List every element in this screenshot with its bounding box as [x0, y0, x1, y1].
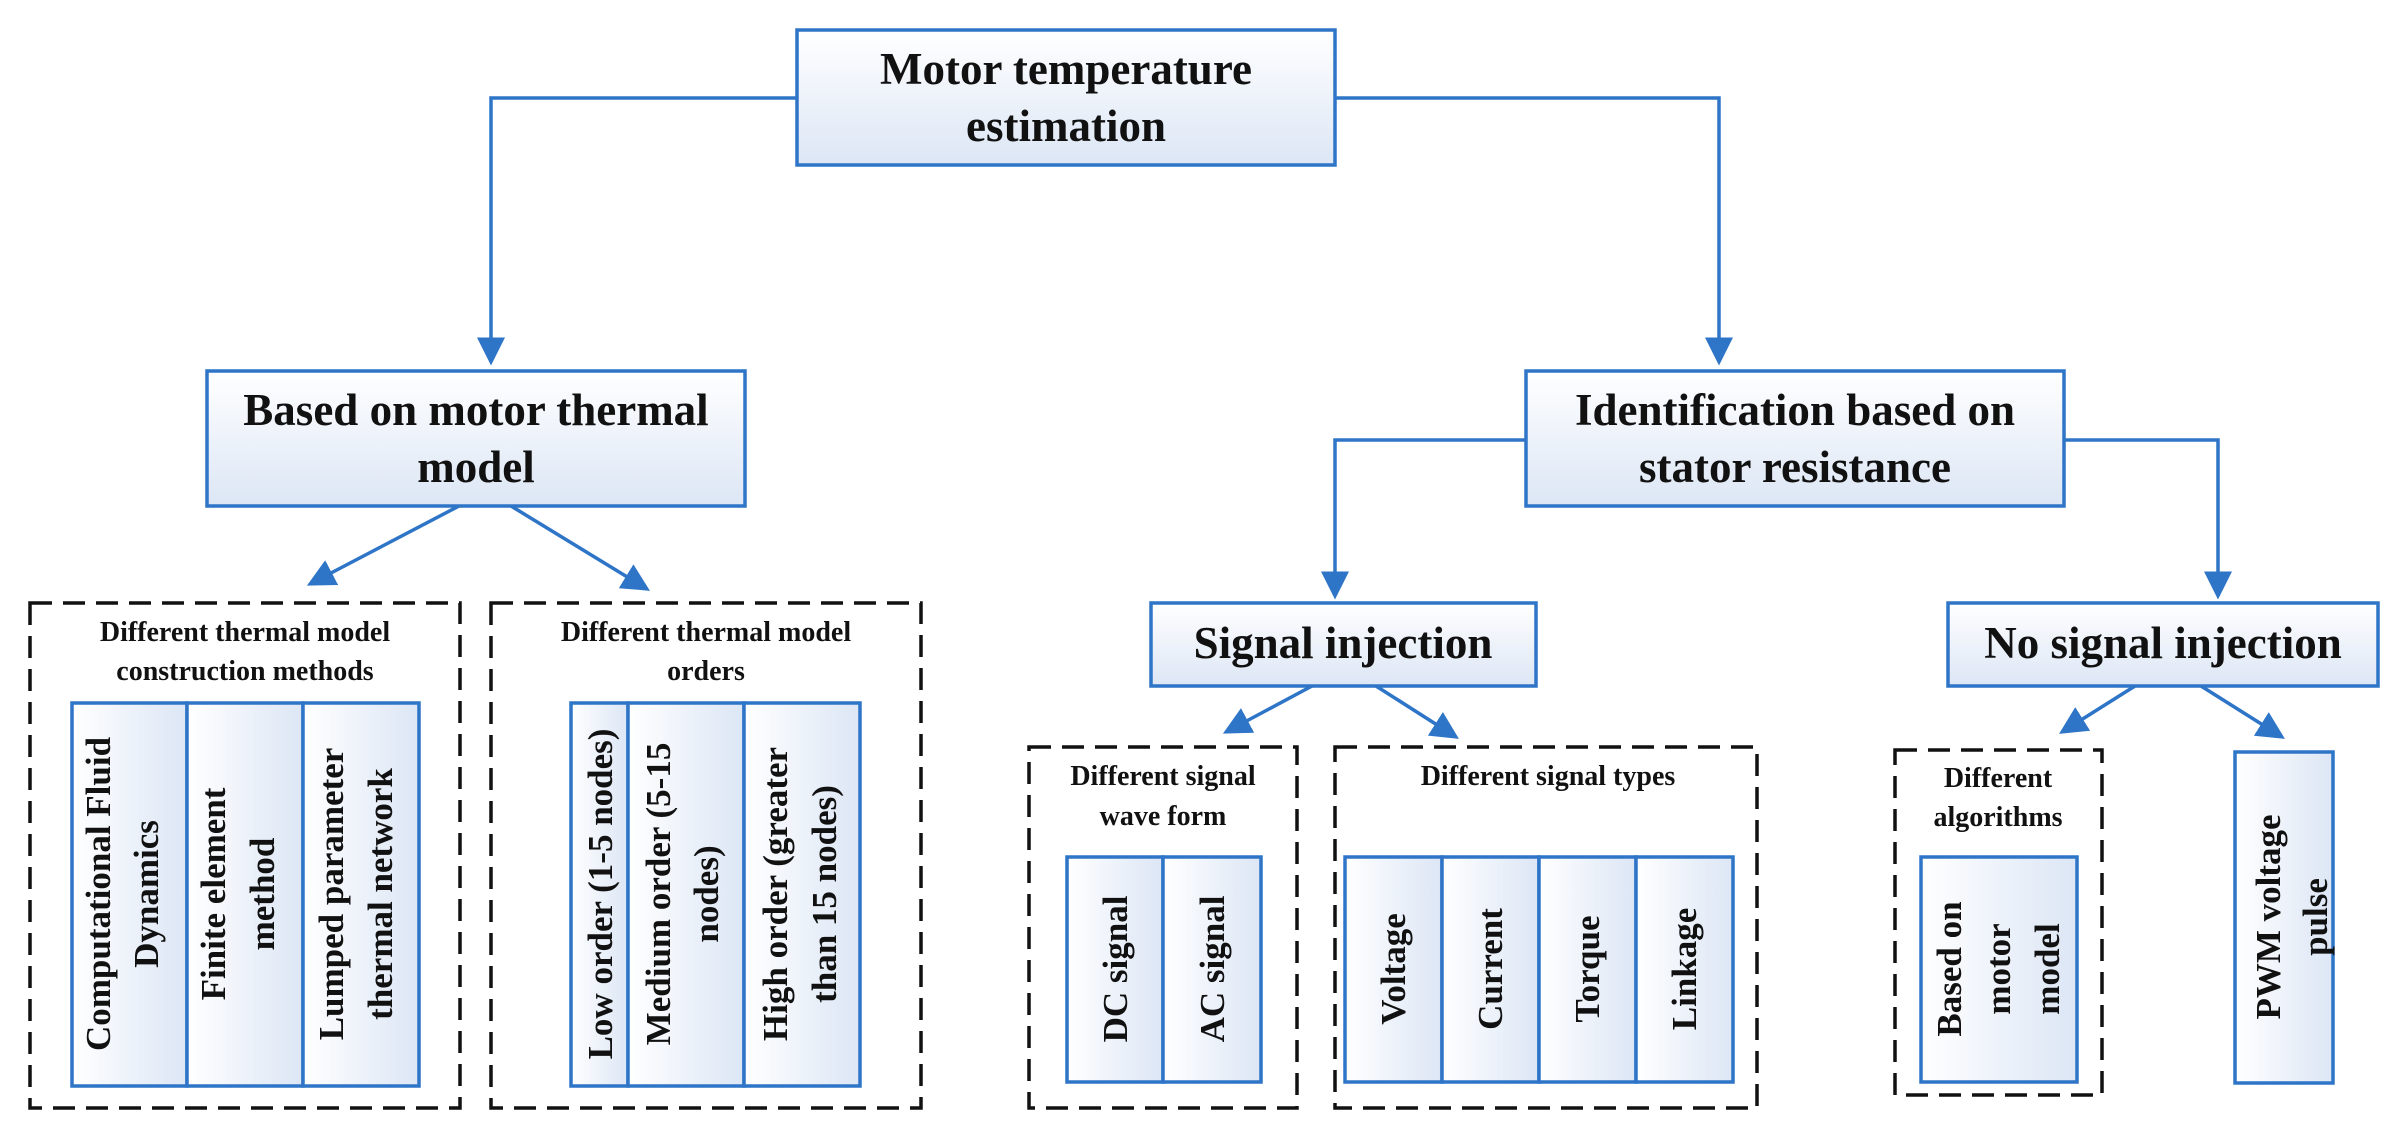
leaf-dc-signal-line-1: DC signal	[1096, 895, 1135, 1042]
leaf-based-on-motor-model-line-1: Based on	[1930, 901, 1969, 1036]
leaf-ac-signal-line-1: AC signal	[1193, 895, 1232, 1042]
leaf-low-order-line-1: Low order (1-5 nodes)	[581, 729, 620, 1060]
algorithms-group: Different algorithms Based on motor mode…	[1893, 748, 2104, 1097]
leaf-based-on-motor-model	[1919, 855, 2079, 1084]
leaf-high-order-line-1: High order (greater	[756, 747, 795, 1041]
connector-thermal-to-orders	[510, 504, 650, 591]
no-signal-injection-node: No signal injection	[1946, 601, 2380, 688]
root-label-line-2: estimation	[966, 101, 1166, 151]
leaf-medium-order-line-2: nodes)	[687, 845, 726, 942]
algorithms-label-line-1: Different	[1944, 763, 2053, 794]
stator-resistance-title-line-1: Identification based on	[1575, 385, 2015, 435]
leaf-torque-line-1: Torque	[1568, 916, 1607, 1023]
connector-thermal-to-construction	[306, 504, 460, 586]
leaf-finite-element-line-2: method	[243, 837, 282, 950]
leaf-finite-element	[185, 701, 305, 1088]
signal-types-group: Different signal types Voltage Current T…	[1333, 745, 1759, 1110]
connector-signal-to-types	[1375, 684, 1459, 739]
thermal-model-title-line-1: Based on motor thermal	[243, 385, 708, 435]
signal-injection-node: Signal injection	[1149, 601, 1538, 688]
root-node: Motor temperature estimation	[795, 28, 1337, 167]
waveform-label-line-2: wave form	[1100, 801, 1227, 832]
stator-resistance-title-line-2: stator resistance	[1639, 442, 1951, 492]
leaf-ac-signal	[1161, 855, 1263, 1084]
connector-nosignal-to-pwm	[2200, 684, 2285, 739]
construction-methods-group: Different thermal model construction met…	[28, 601, 462, 1110]
thermal-model-title-line-2: model	[417, 442, 535, 492]
waveform-label-line-1: Different signal	[1070, 761, 1256, 792]
model-orders-label-line-2: orders	[667, 656, 745, 687]
construction-methods-label-line-1: Different thermal model	[100, 617, 391, 648]
leaf-linkage	[1634, 855, 1735, 1084]
leaf-lumped-parameter	[301, 701, 421, 1088]
algorithms-label-line-2: algorithms	[1933, 802, 2062, 833]
leaf-medium-order-line-1: Medium order (5-15	[639, 743, 678, 1046]
leaf-cfd-line-2: Dynamics	[127, 820, 166, 968]
leaf-linkage-line-1: Linkage	[1665, 908, 1704, 1031]
leaf-cfd-line-1: Computational Fluid	[79, 736, 118, 1051]
leaf-based-on-motor-model-line-3: model	[2028, 923, 2067, 1015]
no-signal-injection-title: No signal injection	[1984, 618, 2342, 668]
leaf-lumped-parameter-line-1: Lumped parameter	[312, 748, 351, 1041]
leaf-voltage	[1343, 855, 1444, 1084]
connector-nosignal-to-algorithms	[2059, 684, 2136, 734]
model-orders-group: Different thermal model orders Low order…	[489, 601, 923, 1110]
thermal-model-node: Based on motor thermal model	[205, 369, 747, 508]
leaf-finite-element-line-1: Finite element	[194, 787, 233, 1000]
connectors	[306, 96, 2285, 739]
signal-injection-title: Signal injection	[1194, 618, 1493, 668]
leaf-dc-signal	[1065, 855, 1165, 1084]
construction-methods-label-line-2: construction methods	[116, 656, 374, 687]
leaf-torque	[1537, 855, 1638, 1084]
connector-root-to-thermal	[477, 96, 797, 366]
leaf-high-order	[742, 701, 862, 1088]
pwm-voltage-pulse-node: PWM voltage pulse	[2233, 750, 2335, 1085]
stator-resistance-node: Identification based on stator resistanc…	[1524, 369, 2066, 508]
signal-types-label: Different signal types	[1421, 761, 1676, 792]
connector-stator-to-signal-injection	[1321, 438, 1526, 600]
waveform-group: Different signal wave form DC signal AC …	[1027, 745, 1299, 1110]
connector-stator-to-no-signal	[2064, 438, 2232, 600]
leaf-current-line-1: Current	[1471, 908, 1510, 1030]
leaf-voltage-line-1: Voltage	[1374, 913, 1413, 1024]
connector-signal-to-waveform	[1222, 684, 1313, 734]
leaf-based-on-motor-model-line-2: motor	[1979, 923, 2018, 1014]
pwm-line-2: pulse	[2296, 878, 2335, 956]
pwm-line-1: PWM voltage	[2249, 814, 2288, 1019]
root-label-line-1: Motor temperature	[880, 44, 1252, 94]
leaf-lumped-parameter-line-2: thermal network	[361, 768, 400, 1020]
connector-root-to-stator	[1335, 96, 1733, 366]
model-orders-label-line-1: Different thermal model	[561, 617, 852, 648]
leaf-high-order-line-2: than 15 nodes)	[805, 785, 844, 1003]
